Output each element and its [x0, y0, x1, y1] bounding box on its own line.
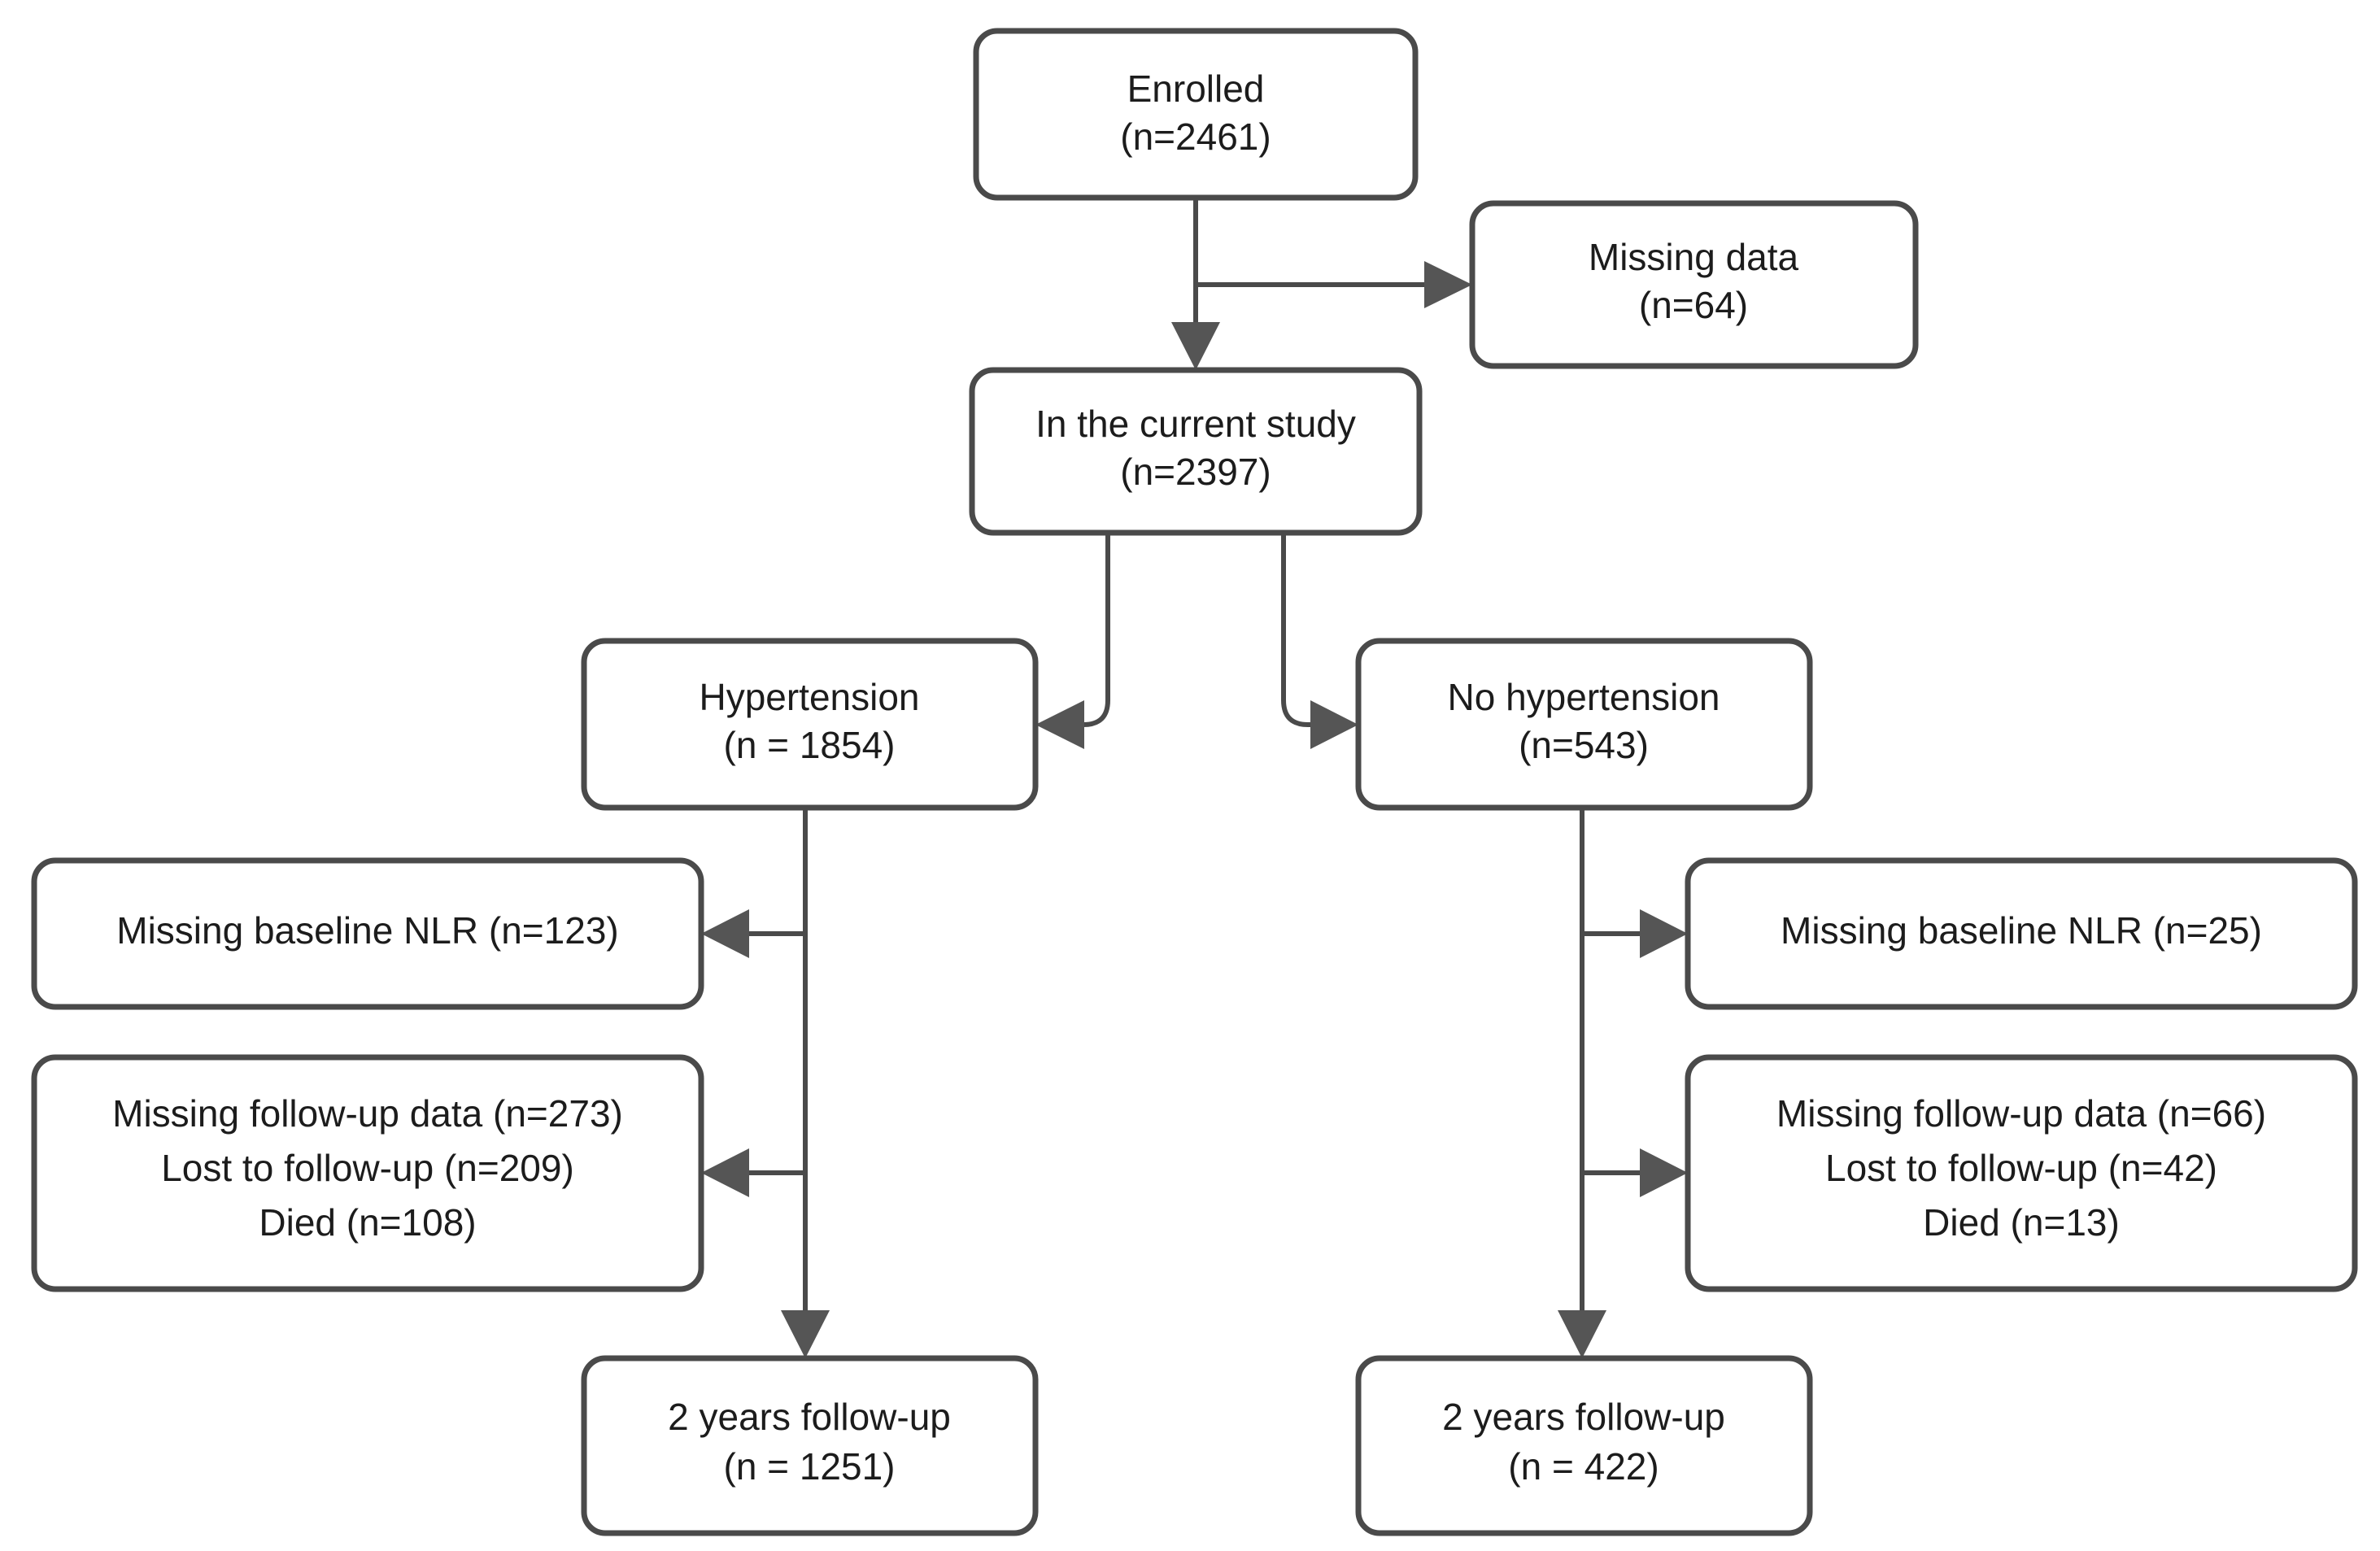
- node-hypertension-line-1: (n = 1854): [724, 724, 896, 766]
- arrowhead-down-to-study: [1171, 322, 1220, 370]
- node-enrolled[interactable]: Enrolled (n=2461): [973, 28, 1419, 201]
- edge-hypertension-spine: [781, 808, 830, 1358]
- arrowhead-right-to-no-hypertension: [1310, 700, 1358, 749]
- node-missing-followup-left[interactable]: Missing follow-up data (n=273) Lost to f…: [31, 1054, 704, 1292]
- arrowhead-down-to-followup-right: [1558, 1310, 1606, 1358]
- node-hypertension[interactable]: Hypertension (n = 1854): [581, 638, 1039, 811]
- node-followup-left-line-1: (n = 1251): [724, 1445, 896, 1488]
- node-no-hypertension-line-1: (n=543): [1519, 724, 1649, 766]
- node-missing-followup-left-box[interactable]: [31, 1054, 704, 1292]
- node-in-current-study-line-0: In the current study: [1035, 403, 1356, 445]
- node-missing-nlr-left-box[interactable]: [31, 857, 704, 1010]
- node-missing-data-line-1: (n=64): [1639, 284, 1748, 326]
- node-missing-data[interactable]: Missing data (n=64): [1469, 200, 1919, 369]
- node-missing-nlr-left-line-0: Missing baseline NLR (n=123): [116, 909, 618, 952]
- edge-enrolled-to-study: [1171, 198, 1220, 370]
- node-missing-followup-left-line-2: Died (n=108): [259, 1201, 476, 1244]
- edge-study-to-hypertension: [1035, 533, 1110, 749]
- node-followup-right[interactable]: 2 years follow-up (n = 422): [1355, 1355, 1813, 1536]
- node-hypertension-box[interactable]: [581, 638, 1039, 811]
- node-followup-right-box[interactable]: [1355, 1355, 1813, 1536]
- node-missing-nlr-right-line-0: Missing baseline NLR (n=25): [1781, 909, 2262, 952]
- edge-hypertension-to-nlr-left: [701, 909, 805, 958]
- node-no-hypertension-line-0: No hypertension: [1448, 676, 1720, 718]
- node-followup-right-line-0: 2 years follow-up: [1442, 1396, 1725, 1438]
- node-missing-nlr-right[interactable]: Missing baseline NLR (n=25): [1685, 857, 2358, 1010]
- edge-no-hypertension-spine: [1558, 808, 1606, 1358]
- node-followup-right-line-1: (n = 422): [1508, 1445, 1659, 1488]
- node-missing-data-line-0: Missing data: [1589, 236, 1799, 278]
- connector-layer: [701, 198, 1688, 1358]
- node-enrolled-line-1: (n=2461): [1120, 115, 1271, 158]
- node-in-current-study[interactable]: In the current study (n=2397): [969, 367, 1423, 536]
- node-missing-followup-left-line-0: Missing follow-up data (n=273): [112, 1092, 623, 1135]
- node-missing-followup-right-line-2: Died (n=13): [1923, 1201, 2120, 1244]
- edge-no-hypertension-to-nlr-right: [1582, 909, 1688, 958]
- edge-no-hypertension-to-followup-excl-right: [1582, 1148, 1688, 1197]
- arrowhead-left-to-followup-excl-left: [701, 1148, 749, 1197]
- node-enrolled-line-0: Enrolled: [1127, 68, 1265, 110]
- node-followup-left-box[interactable]: [581, 1355, 1039, 1536]
- node-no-hypertension[interactable]: No hypertension (n=543): [1355, 638, 1813, 811]
- node-missing-followup-right-line-1: Lost to follow-up (n=42): [1825, 1147, 2217, 1189]
- node-missing-nlr-left[interactable]: Missing baseline NLR (n=123): [31, 857, 704, 1010]
- edge-enrolled-to-missing-data: [1196, 261, 1472, 308]
- arrowhead-right-to-followup-excl-right: [1640, 1148, 1688, 1197]
- node-in-current-study-box[interactable]: [969, 367, 1423, 536]
- node-missing-followup-left-line-1: Lost to follow-up (n=209): [161, 1147, 574, 1189]
- edge-study-to-no-hypertension: [1281, 533, 1358, 749]
- arrowhead-down-to-followup-left: [781, 1310, 830, 1358]
- arrowhead-left-to-nlr-left: [701, 909, 749, 958]
- node-enrolled-box[interactable]: [973, 28, 1419, 201]
- node-missing-nlr-right-box[interactable]: [1685, 857, 2358, 1010]
- node-hypertension-line-0: Hypertension: [699, 676, 919, 718]
- arrowhead-right-to-nlr-right: [1640, 909, 1688, 958]
- node-missing-data-box[interactable]: [1469, 200, 1919, 369]
- edge-hypertension-to-followup-excl-left: [701, 1148, 805, 1197]
- node-missing-followup-right[interactable]: Missing follow-up data (n=66) Lost to fo…: [1685, 1054, 2358, 1292]
- arrowhead-right-to-missing-data: [1424, 261, 1472, 308]
- node-followup-left[interactable]: 2 years follow-up (n = 1251): [581, 1355, 1039, 1536]
- arrowhead-left-to-hypertension: [1035, 700, 1084, 749]
- node-missing-followup-right-line-0: Missing follow-up data (n=66): [1776, 1092, 2266, 1135]
- node-missing-followup-right-box[interactable]: [1685, 1054, 2358, 1292]
- node-in-current-study-line-1: (n=2397): [1120, 451, 1271, 493]
- node-no-hypertension-box[interactable]: [1355, 638, 1813, 811]
- node-followup-left-line-0: 2 years follow-up: [668, 1396, 951, 1438]
